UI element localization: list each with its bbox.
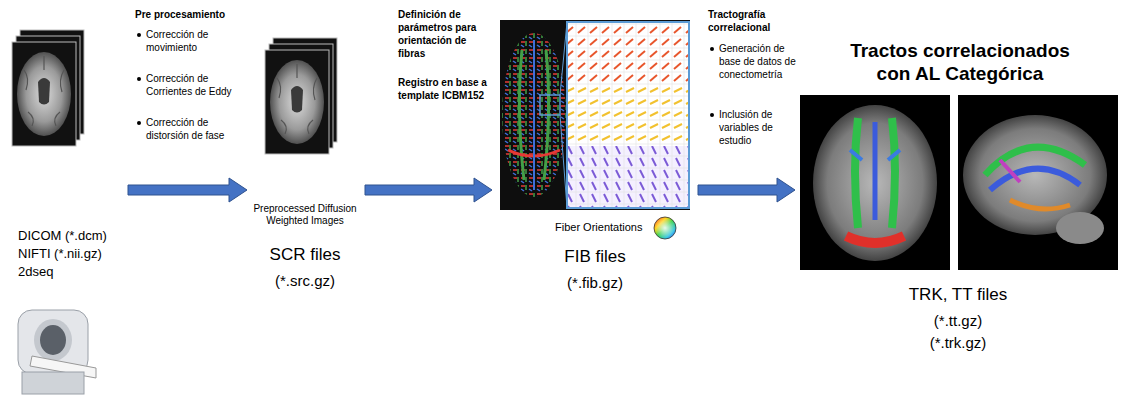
stage-caption: TRK, TT files [838, 285, 1078, 305]
stage-node: Preprocessed Diffusion Weighted ImagesSC… [250, 40, 362, 300]
step-heading: Registro en base a template ICBM152 [398, 76, 490, 102]
step-heading: Pre procesamiento [135, 8, 250, 21]
scanner-icon [18, 310, 96, 394]
tract-images [800, 95, 1118, 270]
step-bullet: Inclusión de variables de estudio [708, 108, 796, 147]
step-bullet: Corrección de Corrientes de Eddy [135, 72, 245, 98]
stage-caption: Preprocessed Diffusion Weighted Images [250, 203, 360, 227]
mri-stack [12, 30, 84, 146]
stage-caption: 2dseq [18, 264, 123, 280]
step-heading: Tractografía correlacional [708, 8, 796, 34]
step-bullet: Corrección de movimiento [135, 28, 245, 54]
flow-arrow [128, 178, 247, 202]
stage-caption: NIFTI (*.nii.gz) [18, 246, 123, 262]
step-bullet: Corrección de distorsión de fase [135, 116, 245, 142]
stage-node: Fiber OrientationsFIB files (*.fib.gz) [495, 15, 695, 300]
stage-caption: (*.trk.gz) [838, 334, 1078, 352]
mri-stack [265, 38, 337, 154]
stage-caption: (*.fib.gz) [515, 274, 675, 292]
stage-caption: (*.tt.gz) [838, 312, 1078, 330]
flow-arrow [365, 178, 492, 202]
result-title: Tractos correlacionados con AL Categóric… [840, 40, 1080, 86]
stage-caption: Fiber Orientations [555, 221, 647, 234]
stage-caption: SCR files [250, 245, 360, 265]
stage-node: Tractos correlacionados con AL Categóric… [798, 40, 1120, 370]
stage-caption: FIB files [515, 247, 675, 267]
step-bullet: Generación de base de datos de conectome… [708, 42, 796, 81]
step-heading: Definición de parámetros para orientació… [398, 8, 490, 60]
flow-arrow [698, 178, 795, 202]
fiber-orientation-image [500, 20, 690, 239]
stage-node: DICOM (*.dcm) NIFTI (*.nii.gz) 2dseq [8, 25, 125, 282]
stage-caption: (*.src.gz) [250, 272, 360, 290]
stage-caption: DICOM (*.dcm) [18, 228, 123, 244]
